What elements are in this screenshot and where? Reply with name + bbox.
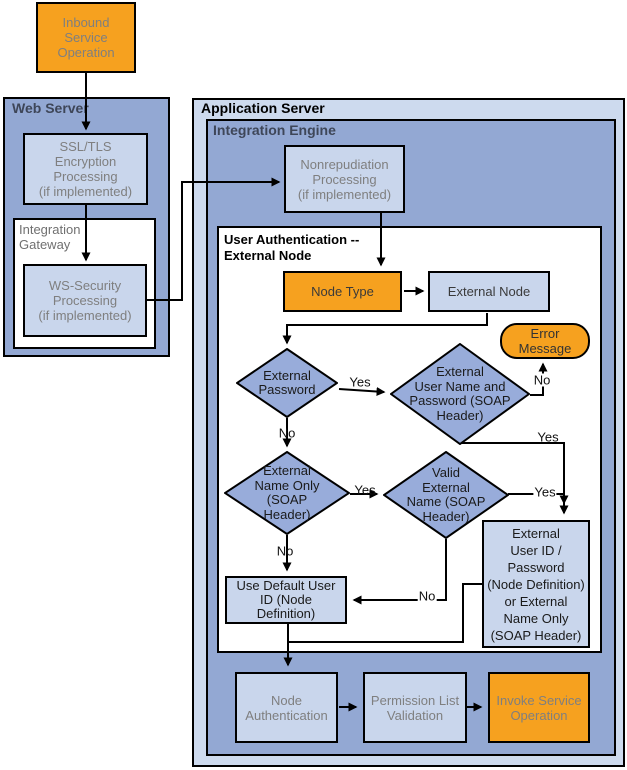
diamond-shape — [390, 343, 530, 445]
edge-label-no: No — [417, 588, 437, 604]
edge-label-yes: Yes — [354, 482, 376, 498]
permission-list-validation-node: Permission List Validation — [363, 672, 467, 743]
integration-gateway-label: Integration Gateway — [19, 222, 81, 252]
external-user-name-password-decision: External User Name and Password (SOAP He… — [390, 343, 530, 445]
external-user-id-password-node: External User ID / Password (Node Defini… — [482, 520, 590, 648]
node-authentication-node: Node Authentication — [235, 672, 338, 743]
edge-label-no: No — [278, 425, 296, 441]
use-default-user-id-node: Use Default User ID (Node Definition) — [225, 576, 347, 624]
user-authentication-label: User Authentication -- External Node — [224, 232, 360, 263]
edge-label-yes: Yes — [537, 429, 559, 445]
error-message-node: Error Message — [500, 323, 590, 359]
decision-label: External Name Only (SOAP Header) — [254, 463, 320, 522]
integration-engine-label: Integration Engine — [213, 122, 336, 138]
external-name-only-decision: External Name Only (SOAP Header) — [224, 451, 350, 535]
edge-label-yes: Yes — [533, 484, 557, 500]
diamond-shape — [224, 451, 350, 535]
decision-label: Valid External Name (SOAP Header) — [406, 465, 486, 524]
application-server-label: Application Server — [201, 100, 325, 116]
invoke-service-operation-node: Invoke Service Operation — [488, 672, 590, 743]
decision-label: External User Name and Password (SOAP He… — [409, 364, 511, 423]
ssl-tls-encryption-node: SSL/TLS Encryption Processing (if implem… — [23, 133, 148, 205]
decision-label: External Password — [258, 367, 316, 397]
ws-security-node: WS-Security Processing (if implemented) — [23, 264, 147, 337]
web-server-label: Web Server — [12, 100, 89, 116]
edge-label-no: No — [276, 543, 294, 559]
external-node-node: External Node — [428, 271, 550, 312]
diamond-shape — [236, 348, 338, 418]
valid-external-name-decision: Valid External Name (SOAP Header) — [383, 451, 509, 539]
external-password-decision: External Password — [236, 348, 338, 418]
inbound-service-operation-node: Inbound Service Operation — [36, 2, 136, 73]
node-type-node: Node Type — [283, 271, 402, 312]
edge-label-yes: Yes — [349, 374, 371, 390]
edge-label-no: No — [532, 372, 552, 388]
nonrepudiation-node: Nonrepudiation Processing (if implemente… — [284, 145, 405, 213]
